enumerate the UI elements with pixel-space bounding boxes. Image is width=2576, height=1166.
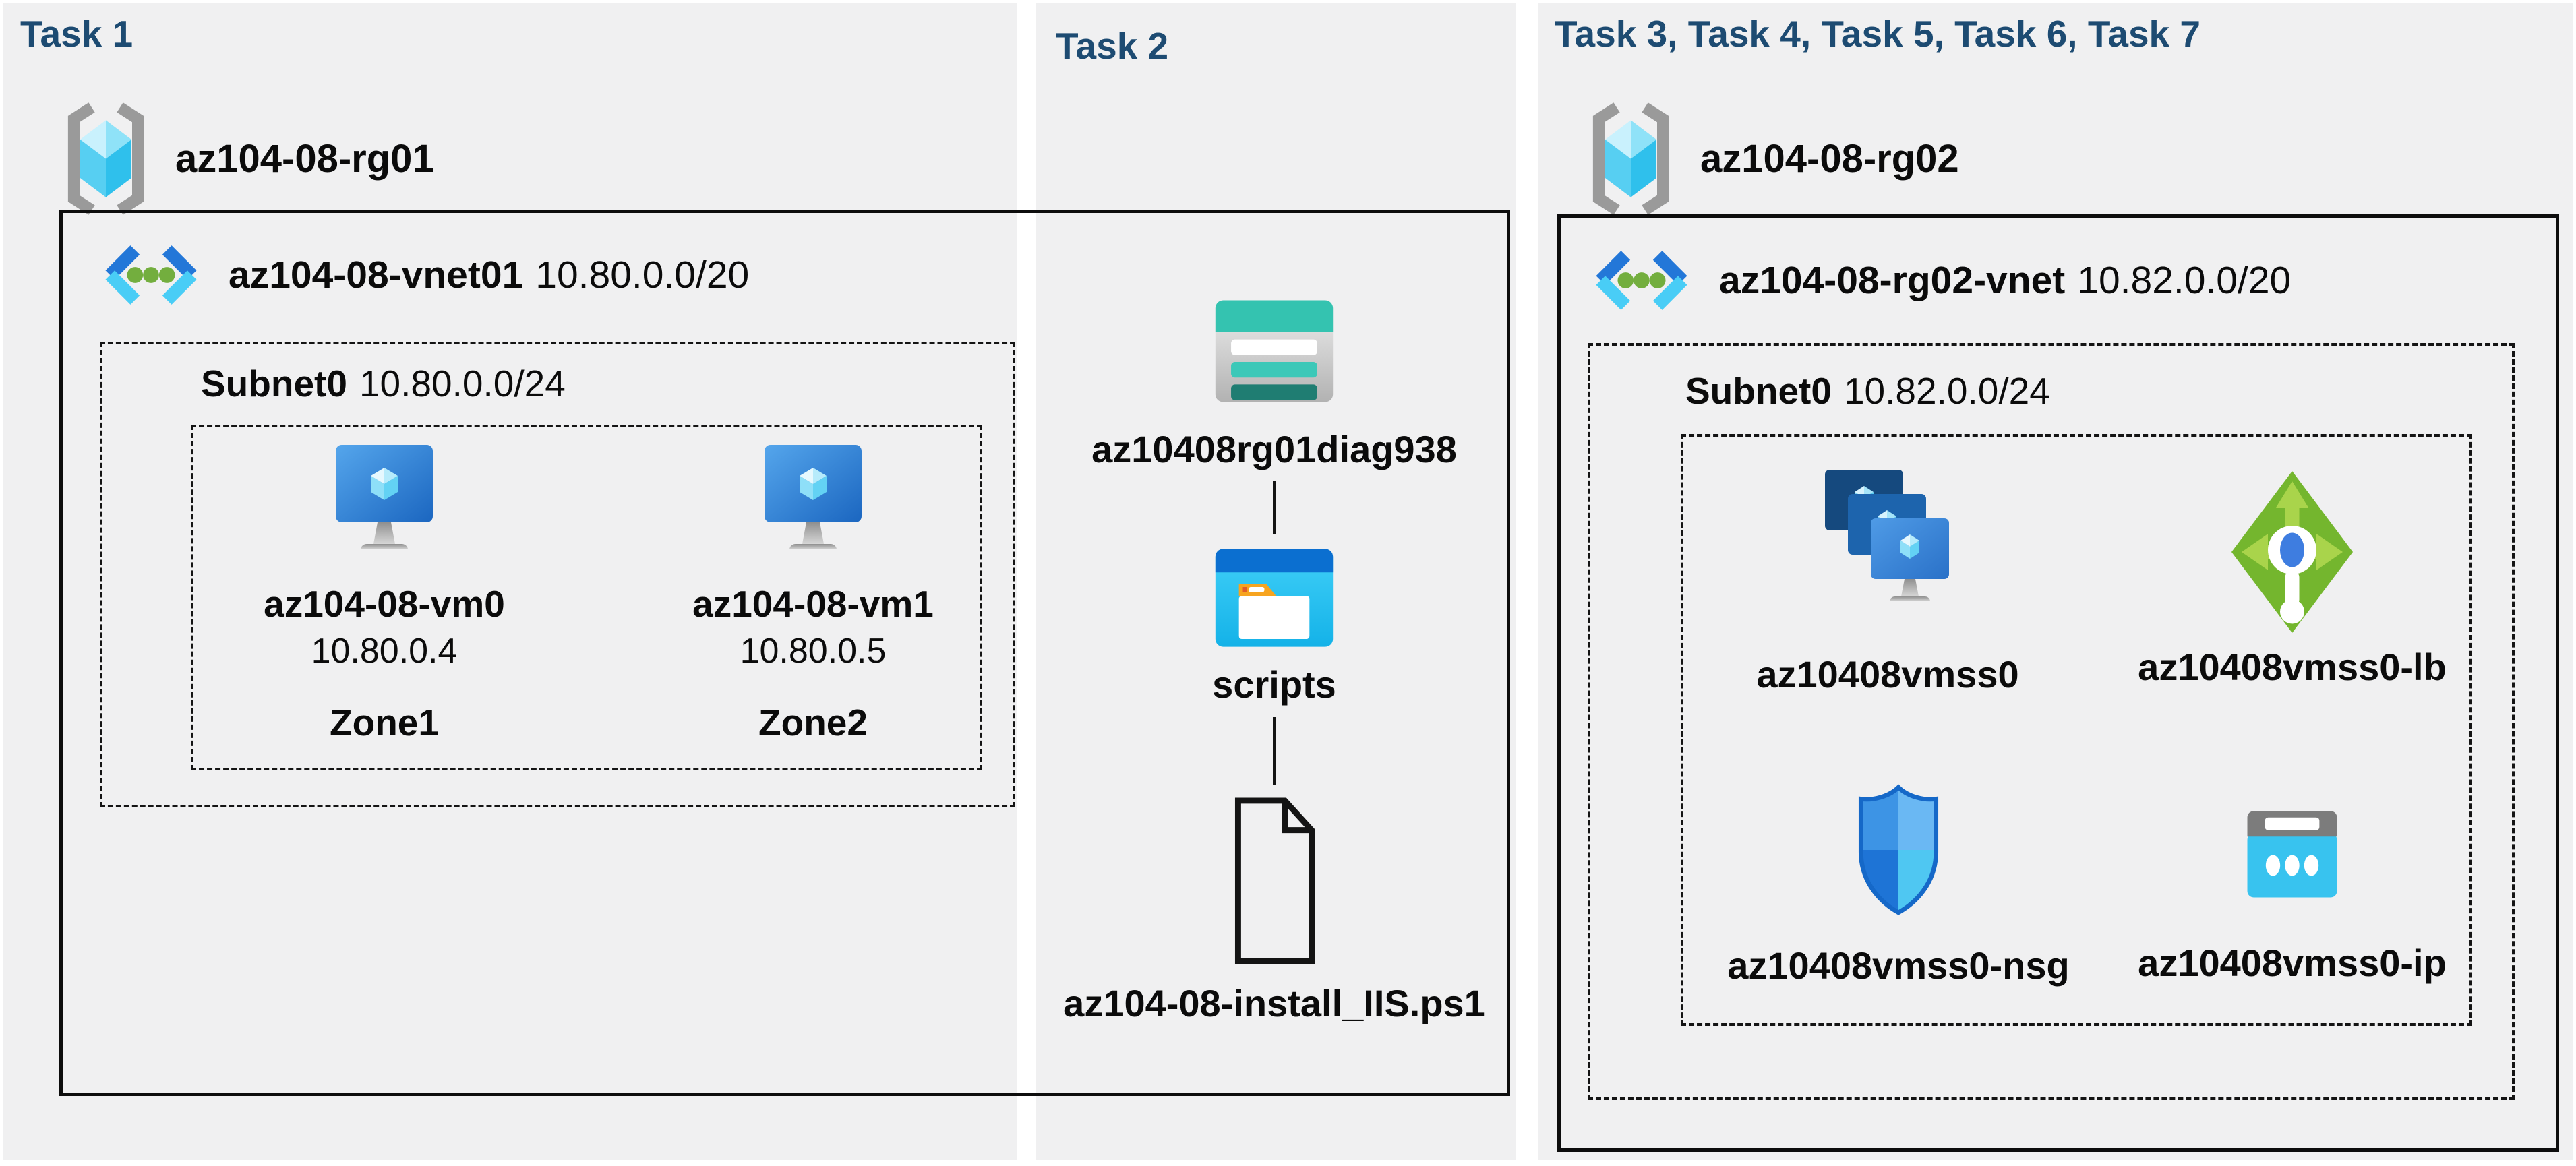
task3-7-panel	[1538, 3, 2573, 1160]
vmss-group: az10408vmss0	[1719, 468, 2056, 696]
connector-line	[1272, 481, 1276, 534]
rg02-vnet-label: az104-08-rg02-vnet 10.82.0.0/20	[1719, 258, 2291, 303]
storage-stack: az10408rg01diag938 scripts az104-08-inst…	[1063, 288, 1485, 1025]
subnet0-box-right	[1588, 343, 2515, 1100]
rg02-vnet-name: az104-08-rg02-vnet	[1719, 259, 2066, 302]
file-icon	[1234, 797, 1315, 964]
public-ip-group: az10408vmss0-ip	[2117, 803, 2467, 985]
vm1-name: az104-08-vm1	[692, 583, 934, 625]
vmss-group-box	[1681, 434, 2472, 1026]
vm-icon	[336, 445, 433, 549]
resource-group-icon	[1592, 102, 1669, 215]
storage-account-label: az10408rg01diag938	[1091, 428, 1457, 470]
subnet0-right-name: Subnet0	[1685, 370, 1832, 412]
vnet01-cidr: 10.80.0.0/20	[535, 253, 750, 297]
load-balancer-group: az10408vmss0-lb	[2124, 468, 2461, 689]
task3-7-title: Task 3, Task 4, Task 5, Task 6, Task 7	[1555, 13, 2200, 55]
rg02-vnet-box	[1557, 214, 2559, 1152]
subnet0-right-label: Subnet0 10.82.0.0/24	[1685, 369, 2050, 412]
vm0-name: az104-08-vm0	[264, 583, 505, 625]
resource-group-rg02: az104-08-rg02	[1586, 100, 1959, 218]
subnet0-left-label: Subnet0 10.80.0.0/24	[201, 362, 566, 405]
load-balancer-icon	[2231, 471, 2353, 633]
task1-title: Task 1	[20, 13, 133, 55]
rg02-vnet-header: az104-08-rg02-vnet 10.82.0.0/20	[1590, 243, 2291, 318]
subnet0-right-cidr: 10.82.0.0/24	[1843, 370, 2050, 412]
task2-title: Task 2	[1056, 25, 1169, 67]
load-balancer-label: az10408vmss0-lb	[2138, 646, 2447, 688]
ps1-file-label: az104-08-install_IIS.ps1	[1063, 982, 1485, 1024]
public-ip-label: az10408vmss0-ip	[2138, 942, 2447, 984]
vmss-label: az10408vmss0	[1756, 653, 2019, 696]
subnet0-box-left	[100, 342, 1015, 807]
vm1-group: az104-08-vm1 10.80.0.5 Zone2	[665, 445, 961, 744]
rg01-label: az104-08-rg01	[175, 137, 434, 181]
vmss-icon	[1825, 470, 1949, 601]
rg02-label: az104-08-rg02	[1700, 137, 1959, 181]
vnet-icon	[105, 245, 197, 305]
nsg-group: az10408vmss0-nsg	[1723, 782, 2074, 987]
nsg-label: az10408vmss0-nsg	[1727, 944, 2070, 987]
subnet0-left-cidr: 10.80.0.0/24	[359, 363, 566, 404]
public-ip-icon	[2247, 811, 2337, 898]
storage-account-icon	[1215, 300, 1334, 402]
blob-container-icon	[1215, 549, 1334, 647]
vm0-group: az104-08-vm0 10.80.0.4 Zone1	[236, 445, 533, 744]
connector-line	[1272, 717, 1276, 785]
subnet0-left-name: Subnet0	[201, 363, 347, 404]
vnet01-box	[59, 210, 1510, 1096]
scripts-container-label: scripts	[1212, 663, 1336, 706]
vm-group-box	[191, 425, 982, 770]
rg02-vnet-cidr: 10.82.0.0/20	[2077, 259, 2292, 302]
vnet01-name: az104-08-vnet01	[229, 253, 524, 297]
vm1-zone: Zone2	[758, 702, 868, 743]
vm-icon	[765, 445, 862, 549]
task1-panel	[3, 3, 1017, 1160]
resource-group-rg01: az104-08-rg01	[61, 100, 434, 218]
resource-group-icon	[67, 102, 144, 215]
vm1-ip: 10.80.0.5	[740, 632, 887, 671]
nsg-icon	[1858, 784, 1939, 915]
vm0-zone: Zone1	[330, 702, 439, 743]
vnet-icon	[1596, 251, 1687, 310]
vm0-ip: 10.80.0.4	[311, 632, 458, 671]
